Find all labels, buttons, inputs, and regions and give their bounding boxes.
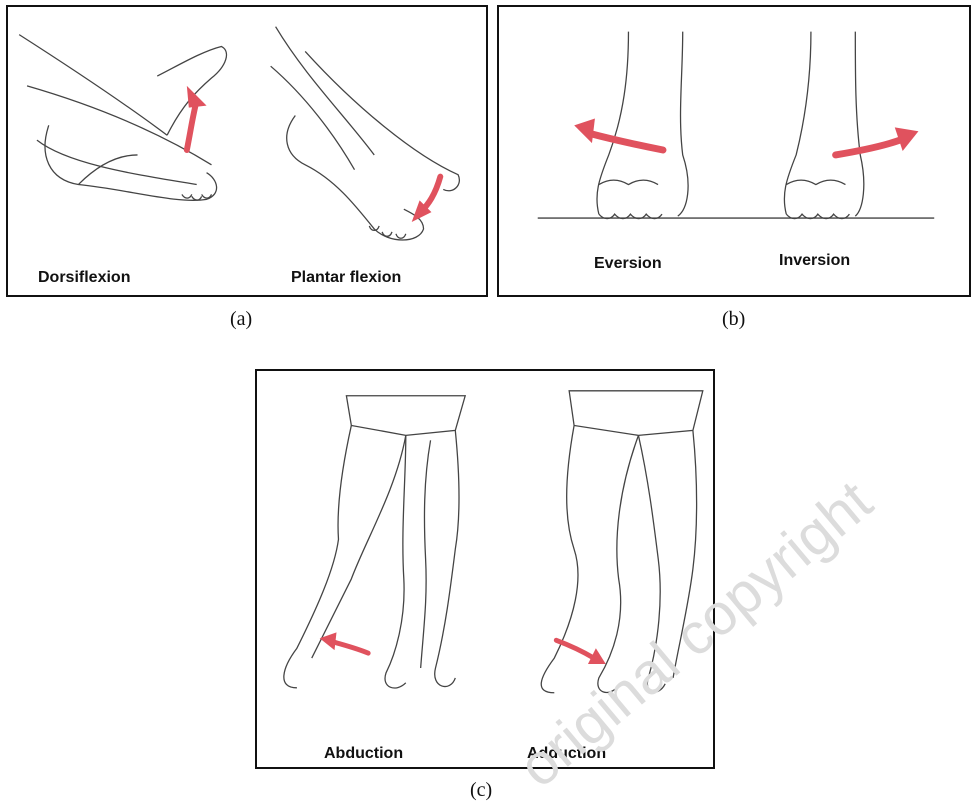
panel-b: Eversion Inversion (497, 5, 971, 297)
label-eversion: Eversion (594, 255, 662, 273)
label-plantar-flexion: Plantar flexion (291, 269, 401, 287)
caption-c: (c) (470, 779, 492, 802)
caption-b: (b) (722, 308, 745, 331)
foot-eversion-illustration (499, 7, 969, 295)
leg-abduction-illustration (257, 371, 713, 767)
adduction-arrow (556, 640, 594, 658)
label-dorsiflexion: Dorsiflexion (38, 269, 130, 287)
label-abduction: Abduction (324, 745, 403, 763)
panel-a: Dorsiflexion Plantar flexion (6, 5, 488, 297)
dorsiflexion-arrow (187, 101, 197, 150)
label-inversion: Inversion (779, 252, 850, 270)
eversion-arrow (589, 133, 663, 150)
caption-a: (a) (230, 308, 252, 331)
abduction-arrow (335, 642, 369, 653)
inversion-arrow (836, 139, 903, 155)
panel-c: Abduction Adduction (255, 369, 715, 769)
label-adduction: Adduction (527, 745, 606, 763)
foot-flexion-illustration (8, 7, 486, 295)
